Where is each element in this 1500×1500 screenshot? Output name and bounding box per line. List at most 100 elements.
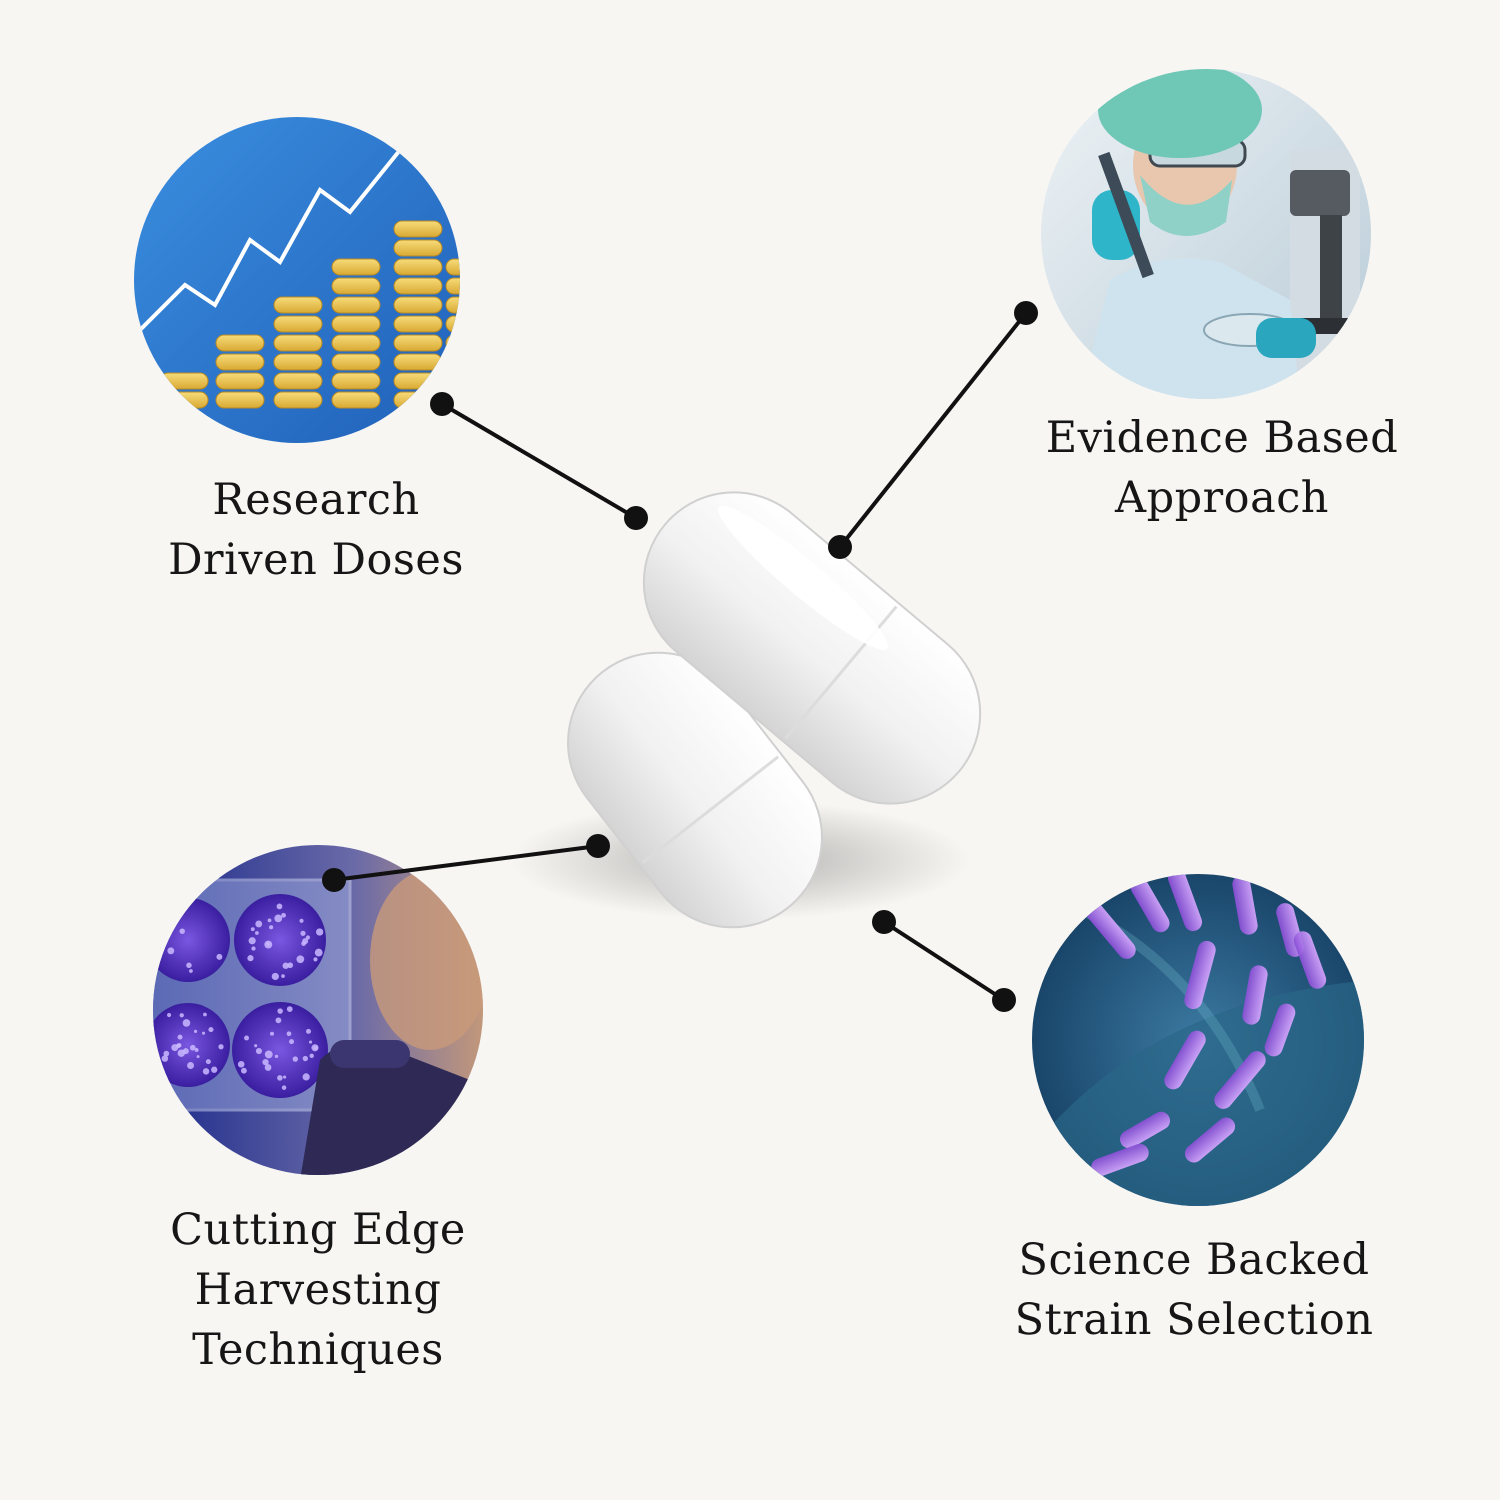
colony-dot (182, 1048, 189, 1055)
colony-dot (189, 969, 193, 973)
colony-dot (296, 955, 305, 964)
research-image (134, 117, 460, 443)
colony-dot (313, 957, 318, 962)
pill-tablet (331, 277, 381, 295)
colony-dot (313, 1045, 318, 1050)
colony-dot (157, 939, 162, 944)
pill-tablet (445, 315, 460, 333)
colony-dot (315, 928, 324, 936)
pill-tablet (331, 258, 381, 276)
colony-dot (166, 1012, 172, 1018)
colony-dot (277, 1008, 283, 1014)
colony-dot (305, 935, 311, 940)
colony-dot (153, 1042, 156, 1049)
bacterium-rod (1214, 1051, 1266, 1109)
pill-tablet (215, 334, 265, 352)
connectors (322, 301, 1038, 1012)
cutting-caption-line: Harvesting (194, 1265, 442, 1315)
research-caption: Research Driven Doses (116, 470, 516, 590)
science-caption-line: Science Backed (1018, 1235, 1370, 1285)
cutting-caption: Cutting Edge Harvesting Techniques (118, 1200, 518, 1380)
bacterium-rod (1184, 1117, 1236, 1163)
colony-dot (244, 1035, 250, 1041)
pill-tablet (331, 372, 381, 390)
pill-tablet (331, 391, 381, 409)
pill-tablet (159, 391, 209, 409)
science-caption: Science Backed Strain Selection (994, 1230, 1394, 1350)
colony-dot (286, 1031, 292, 1037)
colony-dot (240, 1067, 247, 1074)
colony-dot (211, 1066, 218, 1073)
colony-dot (153, 1050, 156, 1059)
colony-dot (179, 1013, 184, 1018)
colony-dot (203, 1012, 207, 1017)
colony-dot (251, 946, 256, 951)
colony-dot (299, 918, 304, 923)
pill-tablet (331, 296, 381, 314)
pill-tablet (445, 277, 460, 295)
cutting-caption-line: Cutting Edge (170, 1205, 466, 1255)
colony-dot (292, 1056, 299, 1062)
colony-dot (196, 1055, 200, 1059)
colony-dot (314, 948, 323, 957)
colony-dot (274, 914, 283, 923)
colony-dot (194, 1047, 199, 1052)
pill-tablet (445, 258, 460, 276)
pill-tablet (445, 353, 460, 371)
colony-dot (208, 1027, 214, 1033)
pill-tablet (445, 372, 460, 390)
connector-cutting (322, 834, 610, 892)
colony-dot (300, 930, 306, 936)
colony-dot (269, 925, 274, 930)
colony-dot (282, 962, 289, 969)
pill-tablet (273, 353, 323, 371)
pill-tablet (393, 277, 443, 295)
colony-dot (267, 918, 272, 923)
colony-dot (177, 1034, 183, 1040)
bacterium-rod (1164, 1030, 1206, 1090)
colony-dot (202, 1068, 210, 1075)
research-caption-line: Driven Doses (168, 535, 464, 585)
colony-dot (176, 1043, 181, 1049)
connector-science (872, 910, 1016, 1012)
capsules-image (510, 491, 982, 929)
colony-dot (255, 1047, 262, 1055)
colony-dot (182, 1019, 191, 1027)
colony-dot (255, 920, 263, 928)
colony-dot (289, 1039, 295, 1045)
colony-dot (302, 1055, 308, 1062)
bacterium-rod (1119, 1111, 1171, 1149)
colony-dot (302, 938, 309, 945)
cutting-caption-line: Techniques (192, 1325, 444, 1375)
colony-dot (167, 947, 175, 955)
colony-dot (187, 1062, 195, 1069)
science-image (1032, 874, 1364, 1206)
evidence-image (1041, 69, 1371, 399)
colony-dot (269, 1031, 274, 1036)
pill-tablet (331, 353, 381, 371)
bacterium-rod (1167, 874, 1203, 932)
bacterium-rod (1084, 901, 1136, 959)
pill-tablet (273, 315, 323, 333)
pill-tablet (273, 372, 323, 390)
pill-tablet (215, 391, 265, 409)
capsule-upper (642, 491, 982, 805)
evidence-caption-line: Approach (1115, 473, 1329, 523)
colony-dot (179, 928, 185, 934)
colony-dot (281, 912, 286, 918)
pill-tablet (159, 372, 209, 390)
bacterium-rod (1232, 875, 1258, 935)
pill-tablet (445, 334, 460, 352)
colony-dot (248, 937, 256, 945)
pill-tablet (393, 372, 443, 390)
colony-dot (262, 1058, 269, 1066)
colony-dot (276, 903, 283, 910)
colony-dot (163, 1050, 170, 1057)
pill-tablet (215, 353, 265, 371)
colony-dot (205, 1059, 211, 1065)
colony-dot (264, 1050, 273, 1059)
colony-dot (264, 940, 273, 949)
pill-tablet (393, 220, 443, 238)
pill-tablet (393, 334, 443, 352)
